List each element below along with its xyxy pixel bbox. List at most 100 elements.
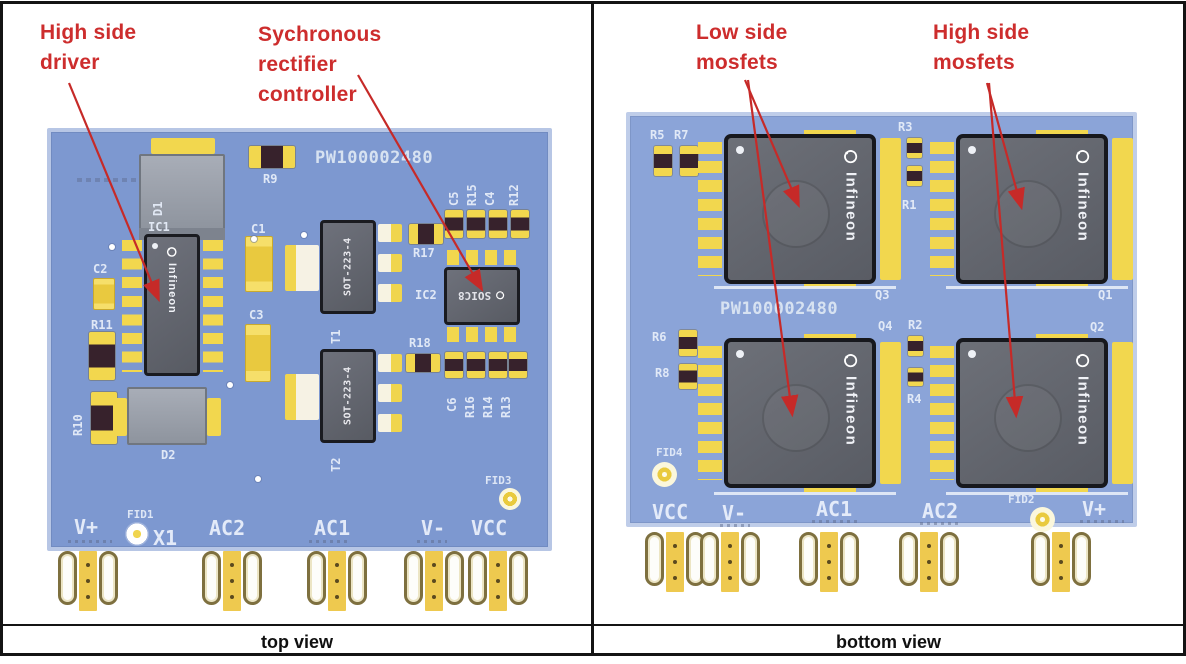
connector-hole xyxy=(799,532,818,586)
connector-tab xyxy=(223,551,241,611)
component-c2 xyxy=(93,278,115,310)
component-r4 xyxy=(908,368,923,386)
connector-ac1 xyxy=(799,532,859,592)
label-r7: R7 xyxy=(674,128,689,142)
connector-vplus xyxy=(1031,532,1091,592)
component-r6 xyxy=(679,330,697,356)
connector-hole xyxy=(700,532,719,586)
silkscreen-dots xyxy=(720,524,750,527)
component-r8 xyxy=(679,364,697,389)
component-r2 xyxy=(908,336,923,356)
component-r16 xyxy=(467,352,485,378)
fiducial-fid2 xyxy=(1030,507,1055,532)
component-r9 xyxy=(249,146,295,168)
connector-hole xyxy=(509,551,528,605)
caption-separator xyxy=(0,624,1186,626)
pin1-dot xyxy=(968,350,976,358)
connector-hole xyxy=(58,551,77,605)
connector-ac1 xyxy=(307,551,367,611)
via xyxy=(301,232,307,238)
t1-pin xyxy=(378,284,402,302)
pad-label-vcc: VCC xyxy=(652,500,689,524)
component-r10 xyxy=(91,392,117,444)
connector-vcc xyxy=(645,532,705,592)
infineon-logo-icon xyxy=(844,150,858,164)
label-r18: R18 xyxy=(409,336,431,350)
pad-label-vminus: V- xyxy=(722,501,747,525)
pcb-top-view: D1 R9 PW100002480 IC1 Infineon C1 C2 R11… xyxy=(47,128,552,551)
component-c4 xyxy=(489,210,507,238)
component-r13 xyxy=(509,352,527,378)
via xyxy=(227,382,233,388)
pad-label-vcc: VCC xyxy=(471,516,508,540)
infineon-logo-icon xyxy=(1076,354,1090,368)
pad-label-ac2: AC2 xyxy=(209,516,246,540)
d1-pad xyxy=(151,138,215,154)
t1-pin xyxy=(378,254,402,272)
pin1-dot xyxy=(968,146,976,154)
connector-tab xyxy=(920,532,938,592)
label-r12: R12 xyxy=(507,184,521,206)
mosfet-body: Infineon xyxy=(956,338,1108,488)
d2-pad-right xyxy=(207,398,221,436)
label-r8: R8 xyxy=(655,366,670,380)
die-circle xyxy=(994,384,1062,452)
fiducial-fid3 xyxy=(499,488,521,510)
label-ic2: IC2 xyxy=(415,288,437,302)
connector-tab xyxy=(721,532,739,592)
pcb-bottom-view: R5 R7 Infineon xyxy=(626,112,1137,532)
connector-vminus xyxy=(700,532,760,592)
connector-tab xyxy=(328,551,346,611)
label-fid2: FID2 xyxy=(1008,493,1035,506)
label-fid3: FID3 xyxy=(485,474,512,487)
pin1-dot xyxy=(736,146,744,154)
die-circle xyxy=(762,384,830,452)
silkscreen-dots xyxy=(68,540,112,543)
t1-tab xyxy=(285,245,319,291)
ic2-branding: SOIC8 xyxy=(447,270,517,322)
component-ic1: Infineon xyxy=(144,234,200,376)
label-x1: X1 xyxy=(153,526,178,550)
infineon-label: Infineon xyxy=(166,263,178,314)
label-d1: D1 xyxy=(151,201,165,216)
connector-tab xyxy=(666,532,684,592)
infineon-label: Infineon xyxy=(842,376,860,447)
ic2-pads-bottom xyxy=(447,327,517,342)
connector-hole xyxy=(899,532,918,586)
q2-branding: Infineon xyxy=(1074,351,1092,483)
via xyxy=(255,476,261,482)
connector-hole xyxy=(99,551,118,605)
infineon-logo-icon xyxy=(1076,150,1090,164)
frame-border-right xyxy=(1183,1,1186,656)
mosfet-pads xyxy=(930,346,954,480)
silkscreen-dots xyxy=(1080,520,1124,523)
infineon-logo-icon xyxy=(166,247,177,257)
t2-tab xyxy=(285,374,319,420)
annotation-sync-rect-controller: Sychronous rectifier controller xyxy=(258,23,382,107)
ic2-package-label: SOIC8 xyxy=(457,289,492,303)
board-title: PW100002480 xyxy=(315,148,434,168)
infineon-label: Infineon xyxy=(1074,376,1092,447)
label-r10: R10 xyxy=(71,414,85,436)
component-r15 xyxy=(467,210,485,238)
infineon-label: Infineon xyxy=(842,172,860,243)
connector-hole xyxy=(202,551,221,605)
annotation-high-side-mosfets: High side mosfets xyxy=(933,21,1030,75)
connector-hole xyxy=(645,532,664,586)
panel-divider xyxy=(591,1,594,656)
connector-ac2 xyxy=(202,551,262,611)
connector-hole xyxy=(1031,532,1050,586)
die-circle xyxy=(994,180,1062,248)
mosfet-q1: Infineon xyxy=(930,130,1158,288)
connector-hole xyxy=(307,551,326,605)
annotation-low-side-mosfets: Low side mosfets xyxy=(696,21,788,75)
label-r2: R2 xyxy=(908,318,923,332)
label-fid4: FID4 xyxy=(656,446,683,459)
label-q1: Q1 xyxy=(1098,288,1113,302)
q3-branding: Infineon xyxy=(842,147,860,279)
divider-line xyxy=(946,286,1128,289)
connector-vplus xyxy=(58,551,118,611)
label-r15: R15 xyxy=(465,184,479,206)
label-c1: C1 xyxy=(251,222,266,236)
t1-pin xyxy=(378,224,402,242)
